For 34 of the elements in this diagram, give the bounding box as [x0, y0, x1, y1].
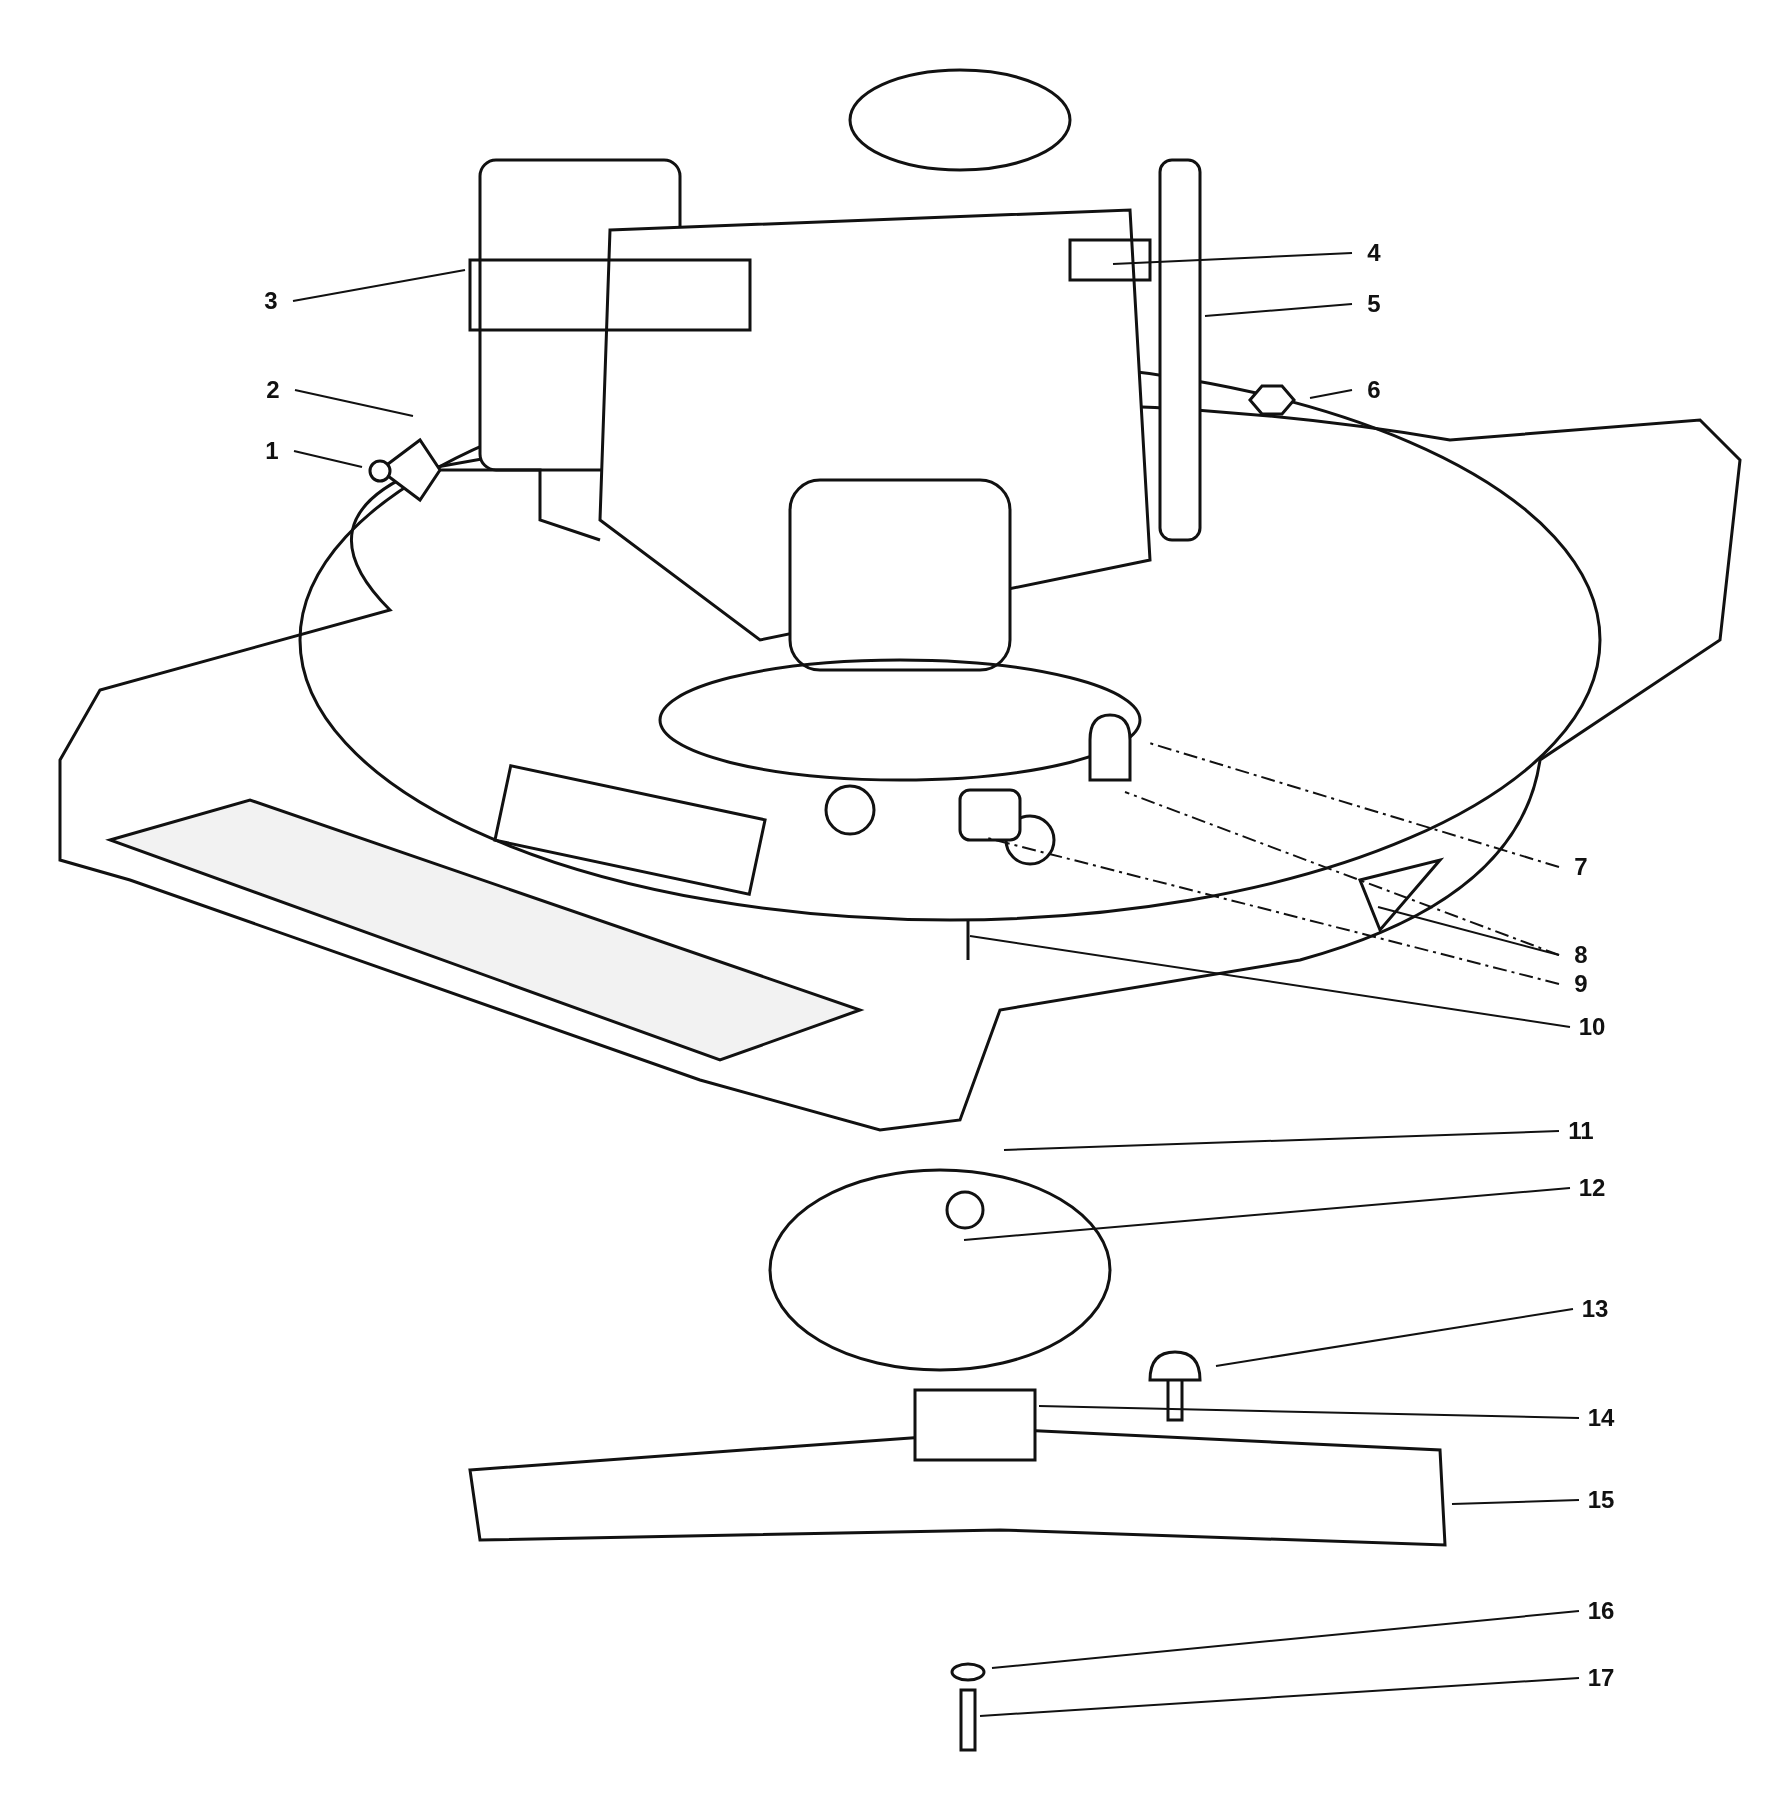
leader-line [1215, 1308, 1574, 1367]
leader-line [1309, 389, 1353, 399]
callout-number: 5 [1352, 289, 1396, 319]
leader-line [1003, 1130, 1560, 1151]
leader-line [1112, 252, 1353, 265]
leader-line [1204, 303, 1353, 317]
leader-line [979, 1677, 1580, 1717]
callout-number: 8 [1559, 940, 1603, 970]
callout-number: 2 [251, 375, 295, 405]
callout-number: 6 [1352, 375, 1396, 405]
leader-line [963, 1187, 1571, 1241]
callout-number: 12 [1570, 1173, 1614, 1203]
leader-line [1124, 791, 1560, 956]
callout-number: 4 [1352, 238, 1396, 268]
leader-line [1038, 1405, 1580, 1419]
leader-line [293, 450, 363, 468]
callout-number: 10 [1570, 1012, 1614, 1042]
callout-number: 17 [1579, 1663, 1623, 1693]
callout-number: 11 [1559, 1116, 1603, 1146]
leader-line [1451, 1499, 1580, 1505]
callout-number: 9 [1559, 969, 1603, 999]
leader-line [294, 389, 414, 417]
leader-line [986, 837, 1560, 985]
callout-number: 16 [1579, 1596, 1623, 1626]
callout-number: 13 [1573, 1294, 1617, 1324]
callout-number: 1 [250, 436, 294, 466]
callout-number: 14 [1579, 1403, 1623, 1433]
callout-number: 7 [1559, 852, 1603, 882]
leader-line [1377, 906, 1560, 956]
callout-number: 3 [249, 286, 293, 316]
leader-line [292, 269, 466, 302]
leader-line [969, 935, 1571, 1028]
callout-number: 15 [1579, 1485, 1623, 1515]
leader-line [991, 1610, 1580, 1669]
